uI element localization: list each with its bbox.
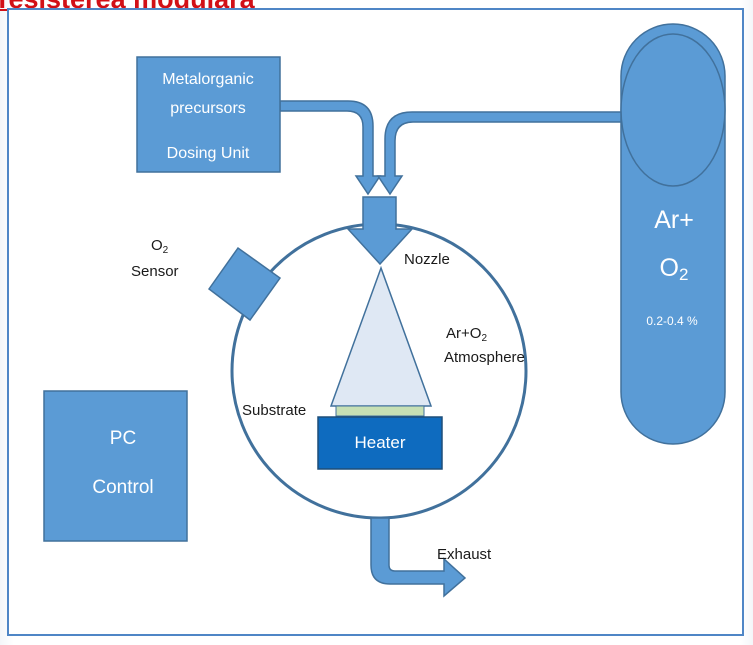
heater [317, 416, 443, 470]
atmosphere-label-line2: Atmosphere [444, 349, 525, 366]
o2-sensor [207, 246, 282, 322]
atmosphere-label-subscript: 2 [481, 333, 487, 344]
o2-sensor-label-o: O [151, 237, 163, 254]
o2-sensor-label-line2: Sensor [131, 263, 179, 280]
dosing-unit-label-line3: Dosing Unit [167, 145, 250, 162]
exhaust-pipe [370, 517, 467, 598]
pc-control [43, 390, 188, 542]
o2-sensor-label-subscript: 2 [163, 245, 169, 256]
gas-tank-label-top: Ar+ [654, 206, 694, 234]
gas-tank-label-o: O [660, 254, 679, 282]
gas-tank-top [620, 33, 726, 187]
nozzle [346, 196, 414, 266]
gas-tank-label-main: O2 [660, 254, 689, 284]
substrate [335, 405, 425, 417]
dosing-unit-label-line1: Metalorganic [162, 71, 254, 88]
pc-control-label-line2: Control [92, 477, 153, 498]
atmosphere-label-main: Ar+O [446, 325, 481, 342]
gas-tank-label-subscript: 2 [679, 265, 688, 284]
dosing-unit-label-line2: precursors [170, 100, 246, 117]
gas-tank-concentration: 0.2-0.4 % [646, 314, 698, 328]
o2-sensor-label-line1: O2 [151, 237, 169, 256]
pc-control-label-line1: PC [110, 428, 136, 449]
gas-feed-line [376, 111, 623, 196]
precursor-feed-line [279, 100, 382, 196]
nozzle-label: Nozzle [404, 251, 450, 268]
heater-label: Heater [354, 433, 405, 452]
atmosphere-label-line1: Ar+O2 [446, 325, 487, 344]
dosing-unit [136, 56, 281, 173]
exhaust-label: Exhaust [437, 546, 492, 563]
substrate-label: Substrate [242, 402, 306, 419]
